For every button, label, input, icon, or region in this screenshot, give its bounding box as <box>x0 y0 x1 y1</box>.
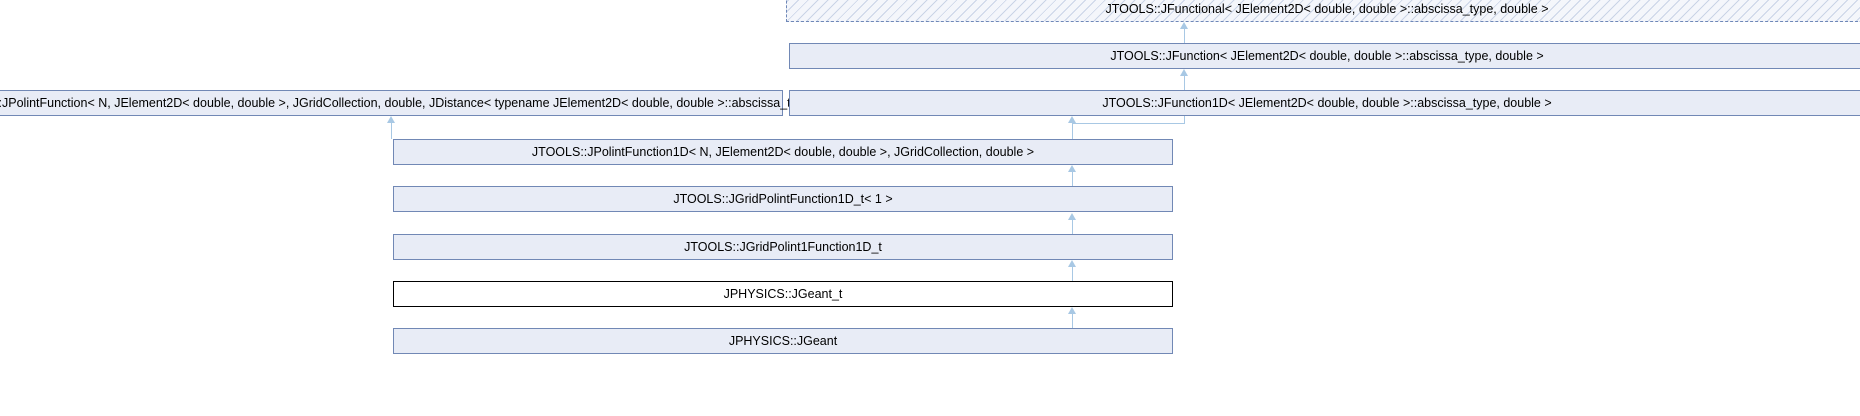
edge-jpolintfunction1d-to-jfunction1d <box>1072 123 1073 139</box>
class-node-label: JTOOLS::JFunction< JElement2D< double, d… <box>1110 48 1544 63</box>
inheritance-arrow <box>387 116 395 123</box>
class-node-label: JTOOLS::JGridPolint1Function1D_t <box>684 239 882 254</box>
class-node-jgeant[interactable]: JPHYSICS::JGeant <box>393 328 1173 354</box>
class-node-jfunctional[interactable]: JTOOLS::JFunctional< JElement2D< double,… <box>786 0 1860 22</box>
edge-jgeant-to-jgeantt <box>1072 314 1073 328</box>
inheritance-arrow <box>1180 69 1188 76</box>
class-node-jpolintfunction1d[interactable]: JTOOLS::JPolintFunction1D< N, JElement2D… <box>393 139 1173 165</box>
inheritance-arrow <box>1068 116 1076 123</box>
class-node-label: JPHYSICS::JGeant_t <box>723 286 843 301</box>
edge-connector-horizontal <box>1072 123 1184 124</box>
class-node-label: JTOOLS::JFunctional< JElement2D< double,… <box>1105 1 1549 16</box>
class-node-label: JTOOLS::JPolintFunction1D< N, JElement2D… <box>531 144 1035 159</box>
class-node-label: JTOOLS::JGridPolintFunction1D_t< 1 > <box>673 191 893 206</box>
class-node-jgeant-t[interactable]: JPHYSICS::JGeant_t <box>393 281 1173 307</box>
inheritance-arrow <box>1180 22 1188 29</box>
inheritance-arrow <box>1068 307 1076 314</box>
class-node-jpolintfunction[interactable]: JTOOLS::JPolintFunction< N, JElement2D< … <box>0 90 832 116</box>
class-node-label: JTOOLS::JFunction1D< JElement2D< double,… <box>1102 95 1552 110</box>
edge-jfunction1d-to-jfunction <box>1184 76 1185 90</box>
edge-jgridpolint1function1dt-to-jgridpolintfunction1dt <box>1072 220 1073 234</box>
class-node-label: JPHYSICS::JGeant <box>728 333 838 348</box>
edge-jpolintfunction1d-to-jpolintfunction <box>391 123 392 139</box>
edge-jgeantt-to-jgridpolint1function1dt <box>1072 267 1073 281</box>
class-node-jgridpolint1function1d-t[interactable]: JTOOLS::JGridPolint1Function1D_t <box>393 234 1173 260</box>
inheritance-arrow <box>1068 260 1076 267</box>
edge-connector-vertical <box>1184 116 1185 124</box>
class-node-jfunction1d[interactable]: JTOOLS::JFunction1D< JElement2D< double,… <box>789 90 1860 116</box>
class-node-jgridpolintfunction1d-t[interactable]: JTOOLS::JGridPolintFunction1D_t< 1 > <box>393 186 1173 212</box>
edge-jgridpolintfunction1dt-to-jpolintfunction1d <box>1072 172 1073 186</box>
class-node-label: JTOOLS::JPolintFunction< N, JElement2D< … <box>0 95 833 110</box>
inheritance-arrow <box>1068 213 1076 220</box>
edge-jfunction-to-jfunctional <box>1184 29 1185 43</box>
inheritance-arrow <box>1068 165 1076 172</box>
class-node-jfunction[interactable]: JTOOLS::JFunction< JElement2D< double, d… <box>789 43 1860 69</box>
